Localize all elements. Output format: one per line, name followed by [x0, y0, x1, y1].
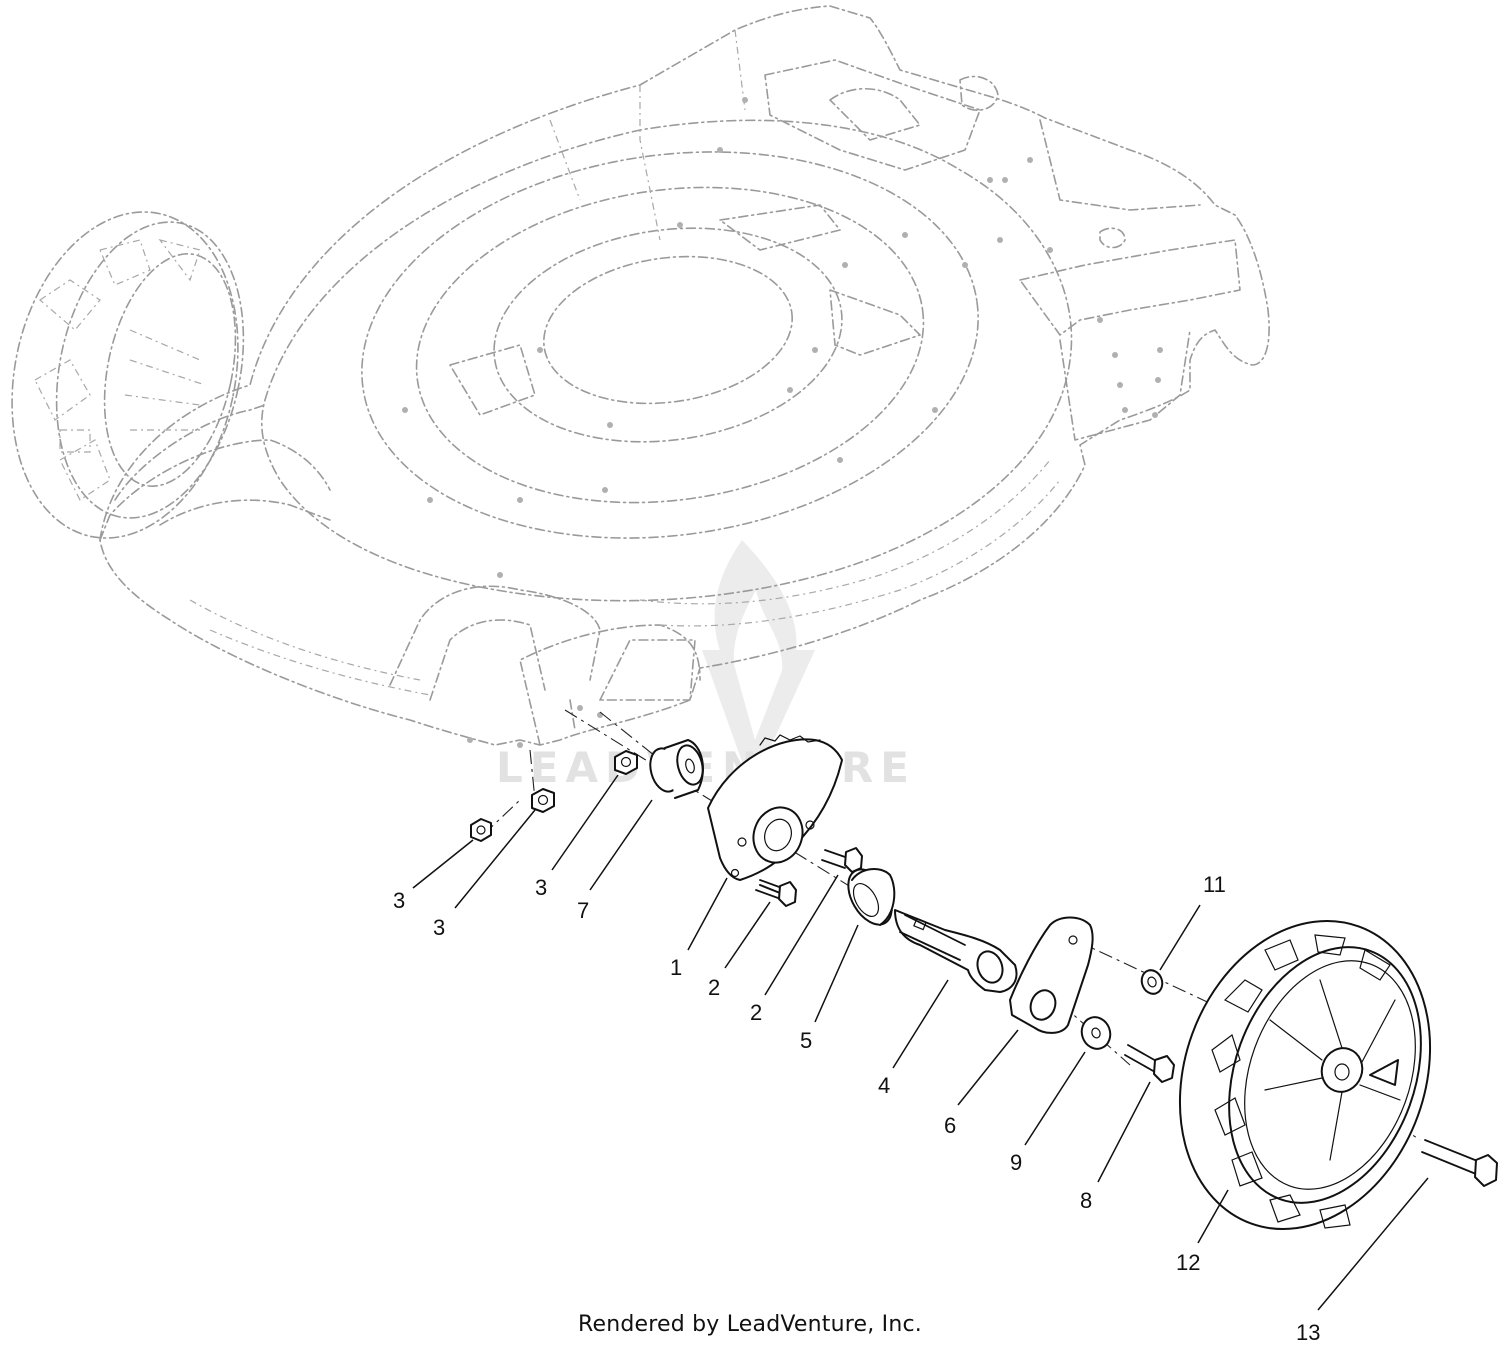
callout-3-a: 3: [393, 888, 405, 913]
part-1-height-adjust-bracket: [707, 734, 843, 881]
part-2-bolt-a: [755, 879, 797, 907]
callout-12: 12: [1176, 1250, 1200, 1275]
watermark: LEADVENTURE: [496, 540, 916, 792]
callout-labels: 3 3 3 7 1 2 2 5 4 6 9 8 11 12 13: [393, 872, 1320, 1345]
leader-lines: [412, 774, 1429, 1311]
callout-8: 8: [1080, 1188, 1092, 1213]
mower-deck: [99, 5, 1270, 748]
callout-13: 13: [1296, 1320, 1320, 1345]
callout-11: 11: [1203, 872, 1226, 897]
ghost-front-left-wheel: [11, 211, 245, 539]
flame-logo-icon: [702, 540, 815, 770]
part-3-hex-nut-b: [531, 788, 555, 813]
callout-6: 6: [944, 1113, 956, 1138]
callout-9: 9: [1010, 1150, 1022, 1175]
part-2-bolt-b: [821, 847, 863, 873]
part-12-wheel: [1178, 919, 1432, 1231]
callout-3-b: 3: [433, 915, 445, 940]
footer-credit: Rendered by LeadVenture, Inc.: [578, 1312, 922, 1337]
part-3-hex-nut-a: [470, 818, 492, 842]
callout-3-c: 3: [535, 875, 547, 900]
callout-2-a: 2: [708, 975, 720, 1000]
part-6-height-adjust-lever: [1009, 916, 1094, 1034]
callout-5: 5: [800, 1028, 812, 1053]
part-11-washer: [1140, 969, 1164, 995]
part-7-bushing: [649, 739, 704, 799]
part-8-shoulder-bolt: [1124, 1044, 1175, 1083]
watermark-text: LEADVENTURE: [496, 743, 916, 792]
part-13-wheel-bolt: [1421, 1139, 1498, 1187]
callout-7: 7: [577, 898, 589, 923]
callout-1: 1: [670, 955, 682, 980]
part-5-pivot-cap: [847, 868, 896, 926]
callout-4: 4: [878, 1073, 890, 1098]
part-3-hex-nut-c: [614, 750, 638, 775]
part-9-flat-washer: [1080, 1016, 1112, 1050]
callout-2-b: 2: [750, 1000, 762, 1025]
deck-bolt-holes: [402, 97, 1163, 748]
part-4-pivot-arm: [894, 909, 1018, 993]
